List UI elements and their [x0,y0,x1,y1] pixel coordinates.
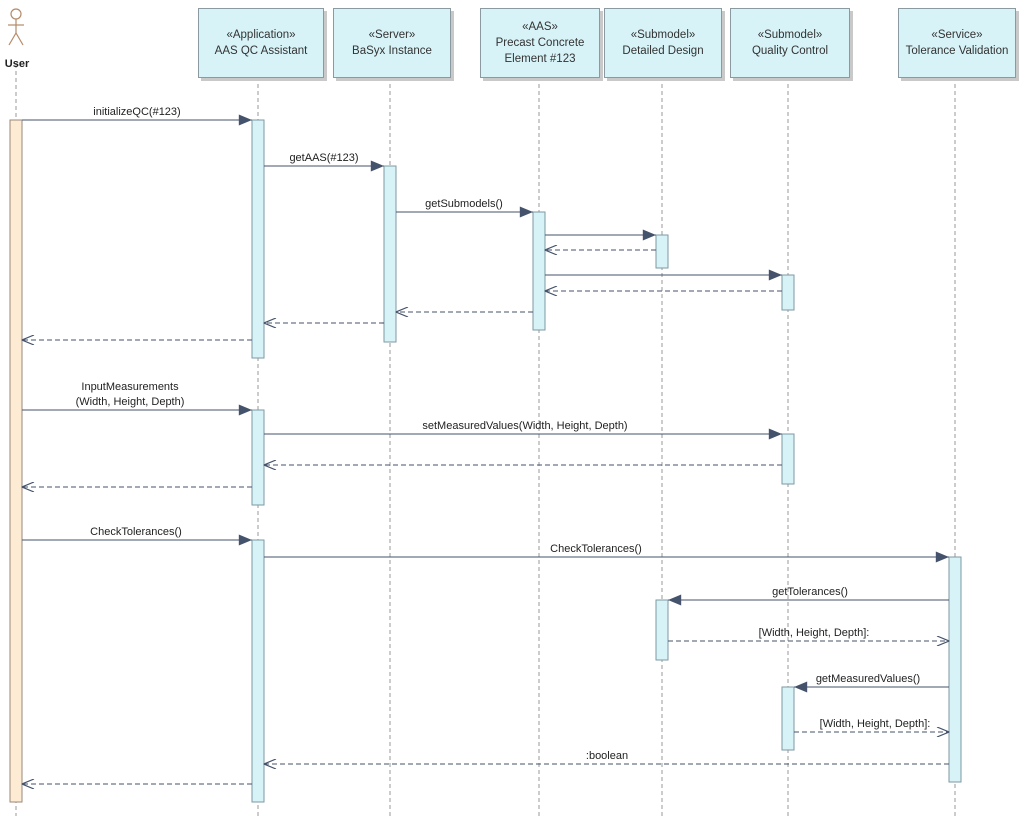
lifeline-head-srv: «Server» BaSyx Instance [333,8,451,78]
activation-bar [948,556,962,783]
user-activation-bar [9,119,23,803]
message-label: initializeQC(#123) [93,106,180,118]
activation-bar [655,234,669,269]
lifeline-stereotype: «Service» [931,29,983,41]
lifeline-head-dd: «Submodel» Detailed Design [604,8,722,78]
lifeline-stereotype: «Server» [368,29,416,41]
lifeline-name: Quality Control [751,45,829,57]
actor-label: User [4,58,30,70]
lifeline-name: Element #123 [504,53,576,65]
message-label: CheckTolerances() [550,543,642,555]
lifeline-head-app: «Application» AAS QC Assistant [198,8,324,78]
lifeline-name: Tolerance Validation [905,45,1009,57]
lifeline-head-tol: «Service» Tolerance Validation [898,8,1016,78]
activation-bar [655,599,669,661]
lifeline-name: BaSyx Instance [352,45,432,57]
lifeline-stereotype: «Submodel» [757,29,823,41]
message-label: CheckTolerances() [90,526,182,538]
activation-bar [383,165,397,343]
message-label: getAAS(#123) [289,152,358,164]
activation-bar [781,274,795,311]
lifeline-stereotype: «AAS» [522,21,558,33]
message-label: setMeasuredValues(Width, Height, Depth) [422,420,627,432]
message-label: getMeasuredValues() [816,673,920,685]
lifeline-name: Detailed Design [622,45,704,57]
user-actor-icon [8,8,24,46]
message-label: getSubmodels() [425,198,503,210]
message-label: [Width, Height, Depth]: [820,718,931,730]
message-label: getTolerances() [772,586,848,598]
message-label: InputMeasurements [81,381,179,393]
lifeline-stereotype: «Application» [226,29,296,41]
message-label: [Width, Height, Depth]: [759,627,870,639]
activation-bar [781,433,795,485]
activation-bar [251,409,265,506]
lifeline-name: Precast Concrete [495,37,585,49]
activation-bar [781,686,795,751]
activation-bar [532,211,546,331]
lifeline-stereotype: «Submodel» [630,29,696,41]
message-label: :boolean [586,750,628,762]
lifeline-name: AAS QC Assistant [214,45,308,57]
lifeline-head-qc: «Submodel» Quality Control [730,8,850,78]
message-label: (Width, Height, Depth) [76,396,185,408]
activation-bar [251,119,265,359]
activation-bar [251,539,265,803]
